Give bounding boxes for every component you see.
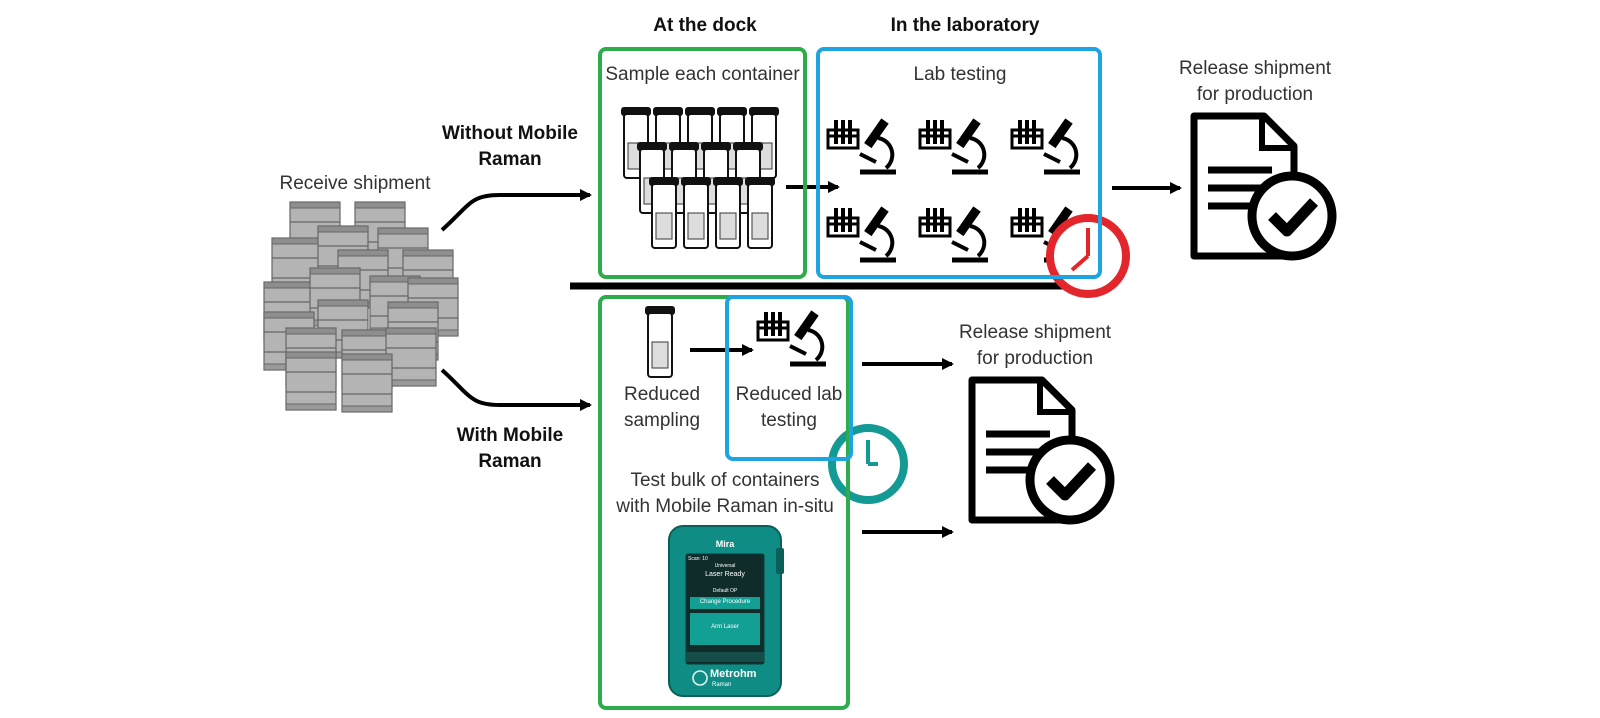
device-scan: Scan: 10 <box>688 556 708 562</box>
sample-each-label: Sample each container <box>605 64 800 85</box>
device-mode: Universal <box>714 563 736 569</box>
release-bottom-line2: for production <box>976 348 1094 369</box>
device-brand-top: Mira <box>715 539 735 549</box>
with-raman-line1: With Mobile <box>456 425 564 446</box>
receive-shipment-label: Receive shipment <box>279 173 431 194</box>
bulk-test-line2: with Mobile Raman in-situ <box>616 496 834 517</box>
with-raman-line2: Raman <box>478 451 542 472</box>
device-sub: Raman <box>712 682 732 688</box>
arrow-without <box>440 189 592 232</box>
release-top-line2: for production <box>1196 84 1314 105</box>
barrels-icon <box>263 201 459 413</box>
device-op: Default OP <box>712 588 738 594</box>
header-lab: In the laboratory <box>890 15 1040 36</box>
mira-device <box>668 525 784 697</box>
lab-testing-label: Lab testing <box>913 64 1007 85</box>
lab-box-bottom <box>725 295 853 461</box>
reduced-sampling-line1: Reduced <box>623 384 701 405</box>
without-raman-line2: Raman <box>478 149 542 170</box>
device-status: Laser Ready <box>705 571 745 578</box>
dock-box-bottom <box>598 295 850 710</box>
document-check-icon-top <box>1194 116 1332 256</box>
header-dock: At the dock <box>653 15 757 36</box>
document-check-icon-bottom <box>972 380 1110 520</box>
release-top-line1: Release shipment <box>1178 58 1332 79</box>
bulk-test-line1: Test bulk of containers <box>630 470 820 491</box>
without-raman-line1: Without Mobile <box>442 123 578 144</box>
reduced-sampling-line2: sampling <box>623 410 701 431</box>
reduced-lab-line2: testing <box>761 410 817 431</box>
lab-box-top <box>816 47 1102 279</box>
device-brand: Metrohm <box>710 668 757 680</box>
device-arm-laser-button: Arm Laser <box>711 624 739 630</box>
device-change-procedure-button: Change Procedure <box>699 599 751 605</box>
reduced-lab-line1: Reduced lab <box>735 384 843 405</box>
dock-box-top <box>598 47 807 279</box>
release-bottom-line1: Release shipment <box>958 322 1112 343</box>
arrow-with <box>440 368 592 411</box>
